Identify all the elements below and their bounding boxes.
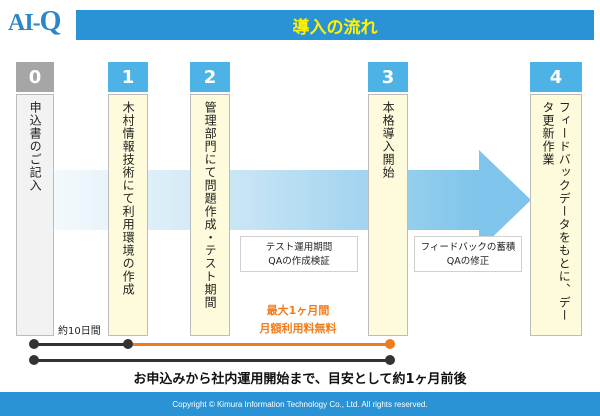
- step-0-label: 申込書のご記入: [28, 101, 43, 192]
- timeline-line-prep: [34, 343, 128, 346]
- step-3-label: 本格導入開始: [381, 101, 396, 179]
- step-1-number-text: 1: [121, 66, 135, 88]
- free-period-line2: 月額利用料無料: [259, 321, 337, 335]
- step-4-number: 4: [530, 62, 582, 92]
- copyright-text: Copyright © Kimura Information Technolog…: [172, 399, 428, 409]
- timeline-line-total: [34, 359, 390, 362]
- test-period-note: テスト運用期間 QAの作成検証: [240, 236, 358, 272]
- free-period-note: 最大1ヶ月間 月額利用料無料: [232, 302, 364, 337]
- step-1-number: 1: [108, 62, 148, 92]
- step-3-number: 3: [368, 62, 408, 92]
- ai-q-logo: AI-Q: [8, 6, 62, 38]
- total-end-dot: [385, 355, 395, 365]
- feedback-line1: フィードバックの蓄積: [420, 242, 516, 253]
- test-period-line1: テスト運用期間: [265, 242, 333, 253]
- footer: Copyright © Kimura Information Technolog…: [0, 392, 600, 416]
- free-period-line1: 最大1ヶ月間: [266, 304, 330, 317]
- step-0-number-text: 0: [28, 66, 42, 88]
- step-3-card: 本格導入開始: [368, 94, 408, 336]
- page-title-text: 導入の流れ: [292, 17, 378, 38]
- timeline-line-trial: [128, 343, 390, 346]
- timeline-start-dot: [29, 339, 39, 349]
- step-0-card: 申込書のご記入: [16, 94, 54, 336]
- test-period-line2: QAの作成検証: [268, 256, 330, 268]
- step-0-number: 0: [16, 62, 54, 92]
- step-2-number-text: 2: [203, 66, 217, 88]
- step-4-number-text: 4: [549, 66, 563, 88]
- step-1-card: 木村情報技術にて利用環境の作成: [108, 94, 148, 336]
- step-2-number: 2: [190, 62, 230, 92]
- feedback-note: フィードバックの蓄積 QAの修正: [414, 236, 522, 272]
- logo-text-a: AI-: [8, 10, 41, 36]
- step-2-card: 管理部門にて問題作成・テスト期間: [190, 94, 230, 336]
- timeline-end-dot-orange: [385, 339, 395, 349]
- flow-arrow-head: [479, 150, 531, 250]
- logo-text-b: Q: [39, 6, 62, 37]
- total-start-dot: [29, 355, 39, 365]
- days-label: 約10日間: [58, 326, 101, 337]
- timeline-mid-dot: [123, 339, 133, 349]
- step-4-card: フィードバックデータをもとに、データ更新作業: [530, 94, 582, 336]
- step-3-number-text: 3: [381, 66, 395, 88]
- page-title: 導入の流れ: [76, 10, 594, 40]
- feedback-line2: QAの修正: [446, 256, 490, 268]
- step-2-label: 管理部門にて問題作成・テスト期間: [203, 101, 218, 309]
- flow-arrow-body: [40, 170, 480, 230]
- step-4-label: フィードバックデータをもとに、データ更新作業: [541, 101, 572, 322]
- step-1-label: 木村情報技術にて利用環境の作成: [121, 101, 136, 296]
- summary-text: お申込みから社内運用開始まで、目安として約1ヶ月前後: [133, 372, 467, 387]
